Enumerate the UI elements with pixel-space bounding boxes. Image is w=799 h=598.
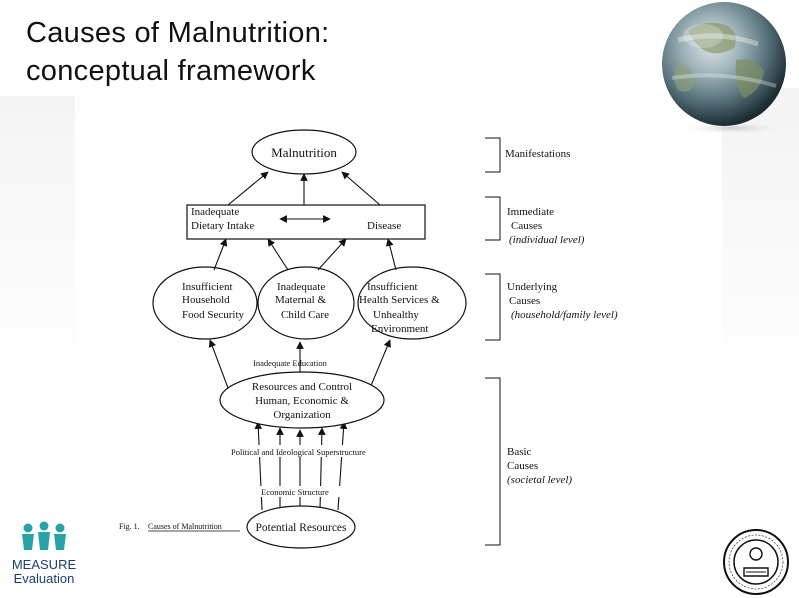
economic-label: Economic Structure	[261, 487, 329, 497]
potential-resources-node	[246, 505, 356, 549]
figure-caption: Causes of Malnutrition	[148, 522, 222, 531]
resources-node	[219, 371, 385, 429]
economic-label-bg	[259, 486, 341, 497]
globe-image	[662, 2, 791, 135]
level-manifestations: Manifestations	[505, 148, 570, 160]
arrows-resources-to-underlying	[208, 339, 391, 389]
level-basic-line1: Basic	[507, 446, 532, 458]
title-line-1: Causes of Malnutrition:	[26, 17, 330, 49]
level-immediate-line2: Causes	[511, 220, 542, 232]
education-label: Inadequate Education	[253, 358, 328, 368]
health-services-node	[357, 266, 467, 340]
immediate-causes-box	[186, 204, 426, 240]
food-security-line2: Household	[182, 294, 230, 306]
health-services-line3: Unhealthy	[373, 309, 419, 321]
title-line-2: conceptual framework	[26, 55, 316, 87]
level-basic-line2: Causes	[507, 460, 538, 472]
political-label-bg	[228, 445, 388, 457]
dietary-intake-line2: Dietary Intake	[191, 220, 254, 232]
child-care-line3: Child Care	[281, 309, 329, 321]
resources-line1: Resources and Control	[252, 381, 352, 393]
malnutrition-label: Malnutrition	[271, 145, 337, 160]
level-immediate-line3: (individual level)	[509, 234, 585, 246]
level-immediate-line1: Immediate	[507, 206, 554, 218]
level-underlying-line1: Underlying	[507, 281, 558, 293]
measure-logo-text: MEASURE Evaluation	[9, 558, 79, 586]
political-label: Political and Ideological Superstructure	[231, 447, 366, 457]
arrows-underlying-to-immediate	[213, 238, 397, 271]
level-basic-line3: (societal level)	[507, 474, 572, 486]
child-care-node	[257, 266, 355, 340]
level-underlying-line3: (household/family level)	[511, 309, 618, 321]
measure-evaluation-logo	[22, 521, 66, 550]
measure-logo-line2: Evaluation	[13, 571, 75, 586]
food-security-node	[152, 266, 258, 340]
university-seal-logo	[723, 529, 789, 595]
resources-line2: Human, Economic &	[255, 395, 349, 407]
slide-title: Causes of Malnutrition: conceptual frame…	[26, 14, 626, 90]
child-care-line1: Inadequate	[277, 281, 325, 293]
food-security-line1: Insufficient	[182, 281, 233, 293]
health-services-line2: Health Services &	[359, 294, 440, 306]
figure-number: Fig. 1.	[119, 522, 140, 531]
dietary-intake-line1: Inadequate	[191, 206, 239, 218]
malnutrition-node	[251, 129, 357, 175]
health-services-line4: Environment	[371, 323, 428, 335]
arrows-immediate-to-malnutrition	[227, 171, 381, 223]
resources-line3: Organization	[273, 409, 331, 421]
disease-label: Disease	[367, 220, 401, 232]
level-underlying-line2: Causes	[509, 295, 540, 307]
food-security-line3: Food Security	[182, 309, 245, 321]
health-services-line1: Insufficient	[367, 281, 418, 293]
background-fade-left	[0, 96, 75, 386]
level-brackets	[485, 137, 501, 546]
measure-logo-line1: MEASURE	[11, 557, 77, 572]
child-care-line2: Maternal &	[275, 294, 326, 306]
background-fade-right	[722, 88, 799, 388]
potential-resources-label: Potential Resources	[255, 522, 347, 534]
